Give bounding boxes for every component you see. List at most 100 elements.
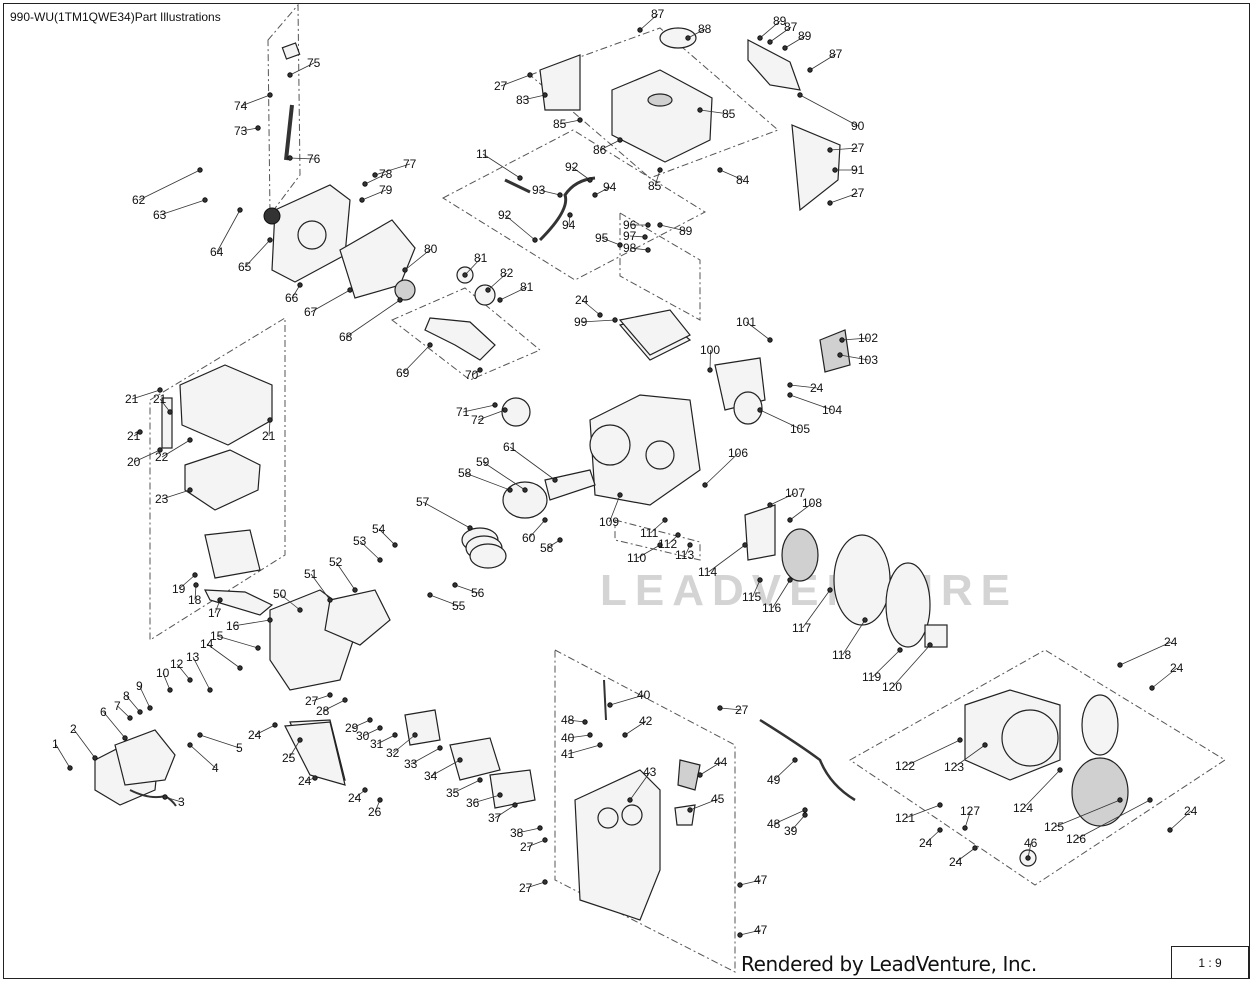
callout-80: 80 (402, 242, 438, 273)
fastener-mark (587, 732, 593, 738)
callout-label: 78 (379, 167, 393, 181)
leader-line (422, 501, 471, 529)
leader-line (746, 321, 771, 341)
callout-label: 76 (307, 152, 321, 166)
callout-label: 127 (960, 804, 980, 818)
leader-line (559, 119, 581, 125)
fastener-mark (477, 367, 483, 373)
leader-line (637, 544, 661, 559)
fastener-mark (167, 687, 173, 693)
leader-line (55, 743, 71, 769)
fastener-mark (217, 597, 223, 603)
leader-line (311, 694, 331, 702)
callout-121: 121 (895, 802, 943, 825)
fastener-mark (427, 592, 433, 598)
callout-label: 89 (773, 14, 787, 28)
callout-label: 28 (316, 704, 330, 718)
callout-label: 120 (882, 680, 902, 694)
leader-line (288, 739, 301, 759)
fastener-mark (792, 757, 798, 763)
callout-label: 87 (829, 47, 843, 61)
callout-label: 21 (127, 429, 141, 443)
fastener-mark (802, 807, 808, 813)
leader-line (704, 452, 739, 486)
leader-line (289, 62, 315, 76)
callout-5: 5 (197, 732, 243, 755)
callout-label: 126 (1066, 832, 1086, 846)
cylinder-head (204, 529, 391, 691)
fastener-mark (1167, 827, 1173, 833)
callout-24: 24 (1117, 635, 1178, 668)
callout-126: 126 (1066, 797, 1153, 846)
leader-line (1054, 799, 1121, 828)
callout-label: 77 (403, 157, 417, 171)
leader-line (117, 705, 131, 719)
leader-line (872, 649, 901, 678)
leader-line (376, 734, 396, 745)
fastener-mark (467, 525, 473, 531)
callout-label: 79 (379, 183, 393, 197)
leader-line (240, 94, 271, 107)
callout-label: 63 (153, 208, 167, 222)
fastener-mark (267, 92, 273, 98)
leader-line (244, 239, 271, 268)
leader-line (609, 694, 645, 706)
fastener-mark (787, 577, 793, 583)
callout-label: 64 (210, 245, 224, 259)
callout-96: 96 (623, 218, 651, 232)
callout-114: 114 (698, 542, 748, 579)
callout-label: 24 (248, 728, 262, 742)
callout-label: 21 (153, 392, 167, 406)
callout-42: 42 (622, 714, 653, 738)
callout-77: 77 (372, 157, 417, 178)
callout-79: 79 (359, 183, 393, 203)
callout-label: 10 (156, 666, 170, 680)
callout-label: 40 (637, 688, 651, 702)
leader-line (759, 409, 801, 430)
leader-line (1023, 769, 1061, 809)
leader-line (580, 319, 616, 323)
callout-label: 53 (353, 534, 367, 548)
callout-label: 58 (540, 541, 554, 555)
callout-label: 88 (698, 22, 712, 36)
piston-group (461, 397, 596, 569)
brackets-upper (539, 39, 841, 212)
leader-line (279, 593, 301, 611)
blower-housing-front (574, 759, 701, 921)
diagram-frame (3, 3, 1250, 979)
leader-line (687, 28, 706, 39)
callout-label: 110 (627, 551, 646, 565)
callout-7: 7 (114, 699, 133, 721)
fastener-mark (162, 794, 168, 800)
callout-label: 27 (851, 186, 865, 200)
fastener-mark (327, 597, 333, 603)
callout-label: 121 (895, 811, 915, 825)
leader-line (392, 734, 416, 754)
leader-line (809, 53, 837, 71)
callout-58: 58 (458, 466, 513, 493)
callout-34: 34 (424, 757, 463, 783)
callout-9: 9 (136, 679, 153, 711)
fastener-mark (187, 677, 193, 683)
leader-line (709, 349, 711, 371)
callout-label: 21 (125, 392, 139, 406)
callout-38: 38 (510, 825, 543, 840)
callout-93: 93 (532, 183, 563, 198)
fastener-mark (272, 722, 278, 728)
muffler (161, 364, 273, 511)
callout-101: 101 (736, 315, 773, 343)
fastener-mark (267, 417, 273, 423)
page-indicator: 1 : 9 (1171, 946, 1249, 979)
callout-label: 75 (307, 56, 321, 70)
callout-100: 100 (700, 343, 720, 373)
callout-13: 13 (186, 650, 213, 693)
callout-label: 40 (561, 731, 575, 745)
callout-17: 17 (208, 597, 223, 620)
callout-102: 102 (839, 331, 878, 345)
fastener-mark (587, 177, 593, 183)
leader-line (289, 157, 315, 160)
callout-122: 122 (895, 737, 963, 773)
callout-36: 36 (466, 792, 503, 810)
callout-110: 110 (627, 542, 663, 565)
callout-4: 4 (187, 742, 219, 775)
